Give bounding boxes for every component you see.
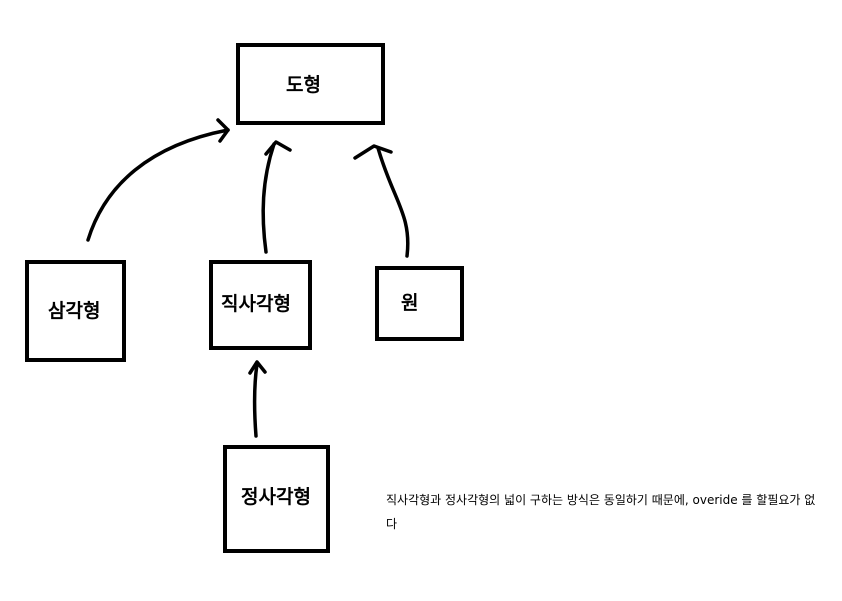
- override-note: 직사각형과 정사각형의 넓이 구하는 방식은 동일하기 때문에, overide…: [386, 493, 816, 531]
- arrow-square-to-rectangle: [248, 360, 267, 438]
- circle-node: 원: [375, 266, 464, 341]
- arrow-triangle-to-shape: [86, 118, 230, 242]
- square-node: 정사각형: [223, 445, 330, 553]
- triangle-node-label: 삼각형: [48, 300, 101, 322]
- square-node-label: 정사각형: [241, 486, 311, 508]
- shape-node: 도형: [236, 43, 385, 125]
- triangle-node: 삼각형: [25, 260, 126, 362]
- arrow-rectangle-to-shape: [261, 140, 292, 254]
- rectangle-node: 직사각형: [209, 260, 312, 350]
- arrow-circle-to-shape: [353, 144, 410, 258]
- circle-node-label: 원: [401, 292, 419, 314]
- shape-node-label: 도형: [286, 74, 321, 96]
- rectangle-node-label: 직사각형: [221, 293, 291, 315]
